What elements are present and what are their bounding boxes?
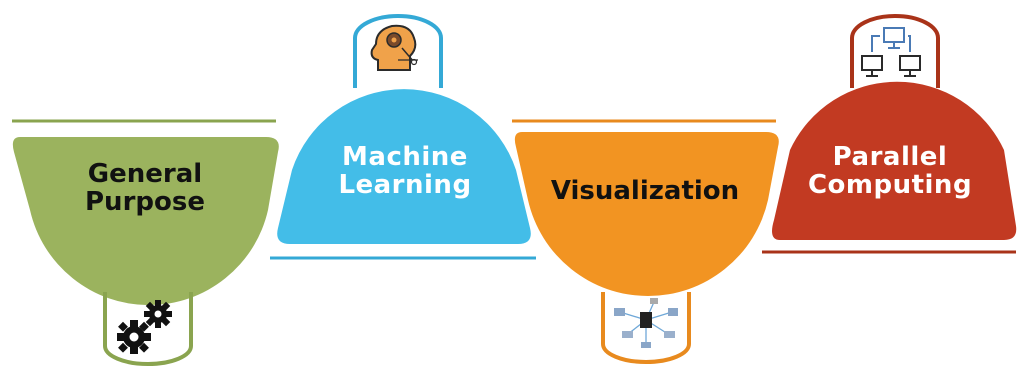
visualization-segment — [512, 119, 779, 364]
network-icon — [614, 298, 678, 348]
machine-learning-line-2: Learning — [338, 170, 472, 201]
parallel-computing-segment — [762, 14, 1017, 254]
general-icon-holder — [103, 292, 193, 366]
ml-shape — [277, 89, 531, 244]
general-purpose-label: General Purpose — [40, 160, 250, 216]
general-purpose-segment — [12, 119, 279, 366]
general-purpose-line-2: Purpose — [85, 187, 205, 218]
vis-icon-holder — [601, 292, 691, 364]
pc-icon-holder — [850, 14, 940, 88]
parallel-computing-line-2: Computing — [807, 170, 973, 201]
machine-learning-line-1: Machine — [342, 142, 468, 172]
visualization-line-1: Visualization — [550, 176, 740, 206]
computer-network-icon — [861, 27, 921, 77]
machine-learning-segment — [270, 14, 536, 260]
vis-shape — [514, 132, 779, 296]
ai-head-icon — [370, 24, 418, 71]
pc-shape — [772, 81, 1017, 240]
ml-icon-holder — [353, 14, 443, 88]
machine-learning-label: Machine Learning — [295, 143, 515, 199]
general-shape — [12, 137, 279, 306]
visualization-label: Visualization — [520, 177, 770, 205]
general-purpose-line-1: General — [87, 159, 203, 189]
parallel-computing-label: Parallel Computing — [780, 143, 1000, 199]
gears-icon — [117, 300, 172, 354]
parallel-computing-line-1: Parallel — [832, 142, 948, 172]
